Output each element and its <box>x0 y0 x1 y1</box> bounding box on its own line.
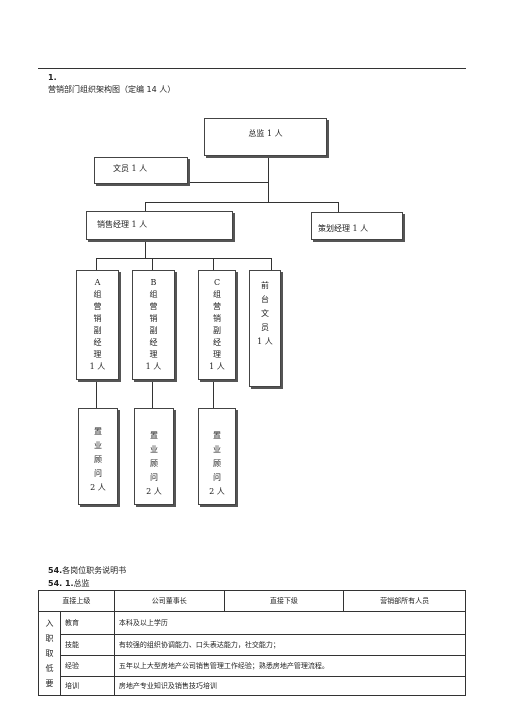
org-box-front-desk: 前 台 文 员 1 人 <box>249 270 281 387</box>
table-header-row: 直接上级 公司董事长 直接下级 营销部所有人员 <box>38 590 466 612</box>
job-description-table: 直接上级 公司董事长 直接下级 营销部所有人员 入 职 取 低 要 教育 本科及… <box>38 590 467 696</box>
cell-direct-superior-value: 公司董事长 <box>113 590 225 612</box>
cell-direct-subordinate-label: 直接下级 <box>223 590 345 612</box>
cell-row-label: 教育 <box>59 611 115 635</box>
table-row: 经验 五年以上大型房地产公司销售管理工作经验；熟悉房地产管理流程。 <box>39 655 467 677</box>
section-54-heading: 54.各岗位职务说明书 <box>48 566 127 575</box>
top-rule <box>38 68 466 69</box>
section-1-title: 营销部门组织架构图（定编 14 人） <box>48 85 176 94</box>
org-box-consultant-3: 置 业 顾 问 2 人 <box>198 408 236 505</box>
table-row: 入 职 取 低 要 教育 本科及以上学历 <box>38 611 467 696</box>
table-row: 培训 房地产专业知识及销售技巧培训 <box>39 676 467 696</box>
cell-row-label: 培训 <box>59 676 115 696</box>
section-1-number: 1. <box>48 73 57 82</box>
cell-row-label: 技能 <box>59 634 115 656</box>
cell-direct-subordinate-value: 营销部所有人员 <box>343 590 466 612</box>
org-box-clerk: 文员 1 人 <box>94 157 188 184</box>
org-box-planning-manager: 策划经理 1 人 <box>311 212 403 240</box>
cell-requirements-side-label: 入 职 取 低 要 <box>38 611 61 696</box>
org-box-group-c: C 组 营 销 副 经 理 1 人 <box>198 270 236 380</box>
org-box-director: 总监 1 人 <box>204 118 327 156</box>
org-box-group-b: B 组 营 销 副 经 理 1 人 <box>132 270 175 380</box>
org-box-consultant-2: 置 业 顾 问 2 人 <box>134 408 174 505</box>
org-box-group-a: A 组 营 销 副 经 理 1 人 <box>76 270 119 380</box>
org-box-consultant-1: 置 业 顾 问 2 人 <box>78 408 118 505</box>
cell-row-value: 五年以上大型房地产公司销售管理工作经验；熟悉房地产管理流程。 <box>113 655 467 677</box>
table-row: 技能 有较强的组织协调能力、口头表达能力，社交能力； <box>39 634 467 656</box>
cell-row-value: 有较强的组织协调能力、口头表达能力，社交能力； <box>113 634 467 656</box>
cell-row-label: 经验 <box>59 655 115 677</box>
org-box-sales-manager: 销售经理 1 人 <box>86 211 233 240</box>
cell-direct-superior-label: 直接上级 <box>38 590 115 612</box>
section-54-1-heading: 54. 1.总监 <box>48 579 90 588</box>
cell-row-value: 本科及以上学历 <box>113 611 467 635</box>
cell-row-value: 房地产专业知识及销售技巧培训 <box>113 676 467 696</box>
